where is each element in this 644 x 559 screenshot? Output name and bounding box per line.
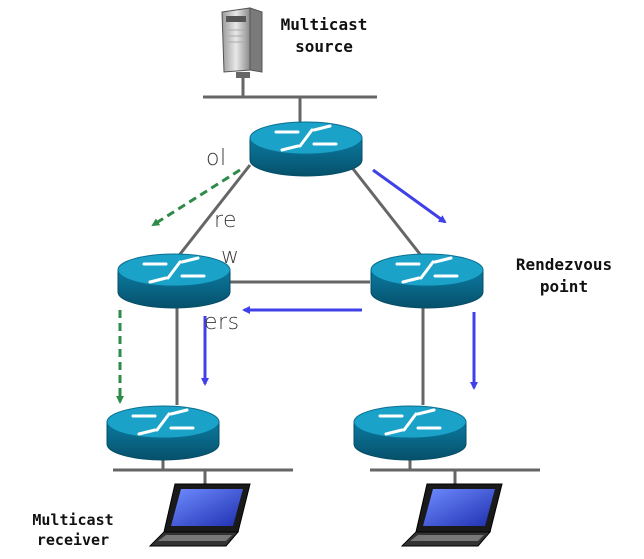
multicast-receiver-label-line1: Multicast [32,511,114,529]
multicast-source-label: Multicast source [272,14,376,58]
rendezvous-point-label-line2: point [539,277,589,296]
arrow-source-to-left [151,168,241,227]
source-tree-arrows [116,168,241,404]
laptop-left-icon [148,483,251,547]
router-bottom-right-icon [353,405,467,461]
multicast-receiver-label-line2: receiver [36,531,110,549]
network-links [113,95,540,485]
router-left-icon [117,253,231,309]
clipped-text-line-4: ers [204,310,240,335]
clipped-text-line-2: re [214,208,238,233]
router-top-icon [249,121,363,177]
rendezvous-point-label-line1: Rendezvous [515,255,613,274]
routers [106,121,484,461]
server-icon [221,7,263,97]
multicast-receiver-label: Multicast receiver [6,510,140,550]
multicast-source-label-line2: source [295,37,353,56]
router-right-icon [370,253,484,309]
rendezvous-point-label: Rendezvous point [486,254,642,298]
multicast-source-label-line1: Multicast [280,15,368,34]
router-bottom-left-icon [106,405,220,461]
laptop-right-icon [400,483,503,547]
link-top-right [348,164,425,259]
arrow-source-to-rp [372,168,447,224]
link-top-left [175,164,252,259]
shared-tree-arrows [201,168,478,390]
clipped-text-line-3: w [221,244,240,269]
laptops [148,483,503,547]
clipped-text-line-1: ol [206,146,227,171]
